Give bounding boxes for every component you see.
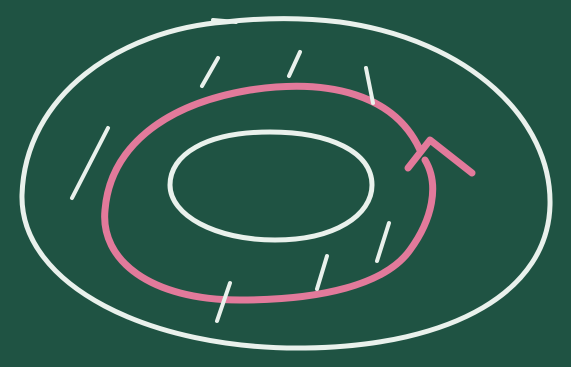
outer-ellipse-mark xyxy=(213,20,236,22)
pink-loop xyxy=(105,86,433,300)
inner-ellipse xyxy=(170,132,372,240)
tick-mark xyxy=(317,256,327,289)
tick-mark xyxy=(72,128,108,198)
tick-mark xyxy=(202,58,218,86)
tick-mark xyxy=(289,52,300,76)
tick-mark xyxy=(377,223,389,261)
